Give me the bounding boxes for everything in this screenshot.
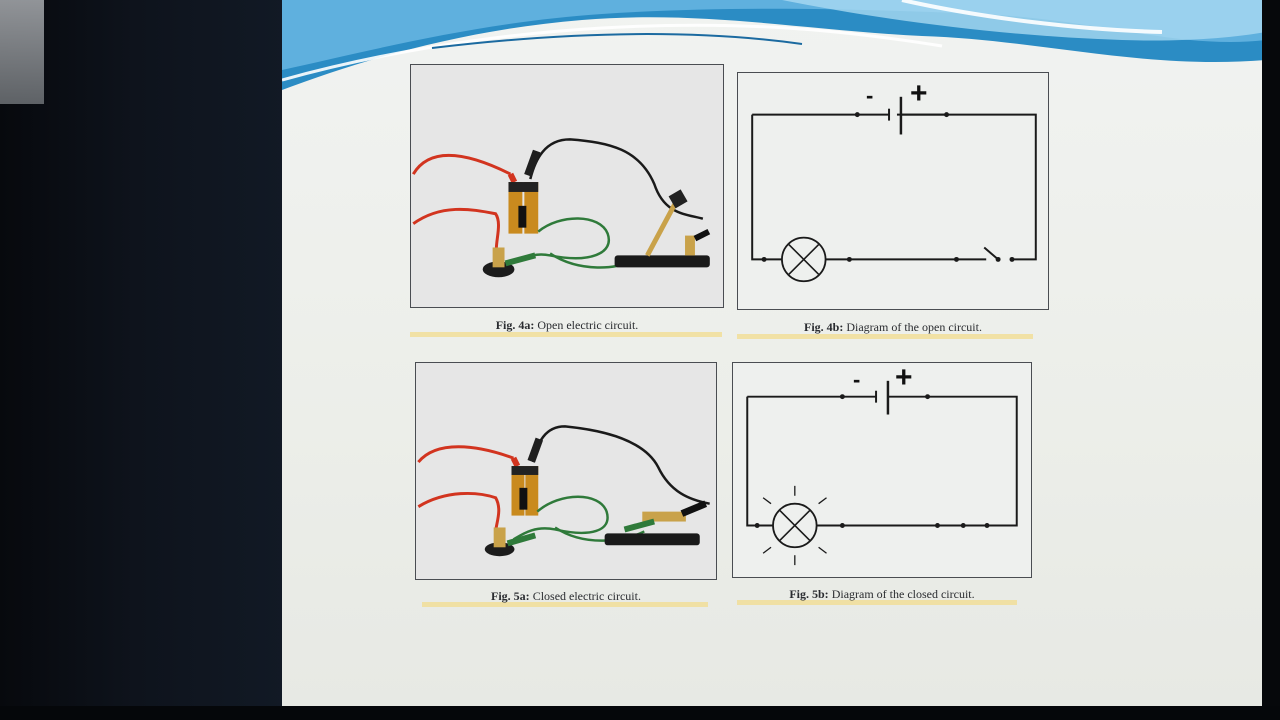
bulb-holder-icon: [484, 542, 515, 557]
fig4b-diagram-panel: - +: [737, 72, 1049, 310]
fig4a-text: Open electric circuit.: [537, 318, 639, 332]
fig5b-caption: Fig. 5b: Diagram of the closed circuit.: [732, 587, 1032, 602]
red-wire-icon: [417, 445, 514, 464]
fig5a-photo-panel: [415, 362, 717, 580]
battery-negative-sign: -: [866, 83, 874, 108]
closed-circuit-photo: [417, 425, 710, 557]
fig4b-label: Fig. 4b:: [804, 320, 844, 334]
background-paper: [0, 0, 44, 104]
closed-switch-icon: [960, 523, 966, 528]
fig5a-caption: Fig. 5a: Closed electric circuit.: [415, 589, 717, 604]
fig4a-caption: Fig. 4a: Open electric circuit.: [410, 318, 724, 333]
closed-circuit-diagram: [746, 380, 1018, 566]
open-circuit-photo: [411, 138, 711, 278]
caption-highlight: [737, 334, 1033, 339]
fig5b-diagram-panel: - +: [732, 361, 1032, 578]
lamp-icon: [781, 236, 827, 283]
header-wave-decoration: [282, 0, 1266, 90]
monitor-bezel-bottom: [0, 706, 1280, 720]
fig5b-text: Diagram of the closed circuit.: [831, 587, 975, 601]
red-wire-icon: [411, 153, 512, 176]
fig4a-label: Fig. 4a:: [495, 318, 535, 332]
fig5b-label: Fig. 5b:: [789, 587, 829, 601]
battery-positive-sign: +: [910, 77, 928, 110]
fig4b-text: Diagram of the open circuit.: [846, 320, 982, 334]
knife-switch-icon: [604, 533, 700, 546]
monitor-bezel-left: [0, 0, 300, 720]
battery-negative-sign: -: [853, 367, 861, 392]
caption-highlight: [737, 600, 1017, 605]
caption-highlight: [410, 332, 722, 337]
fig5a-text: Closed electric circuit.: [532, 589, 641, 603]
knife-switch-icon: [614, 255, 710, 268]
monitor-screen: - + Fig. 4a: Open electric circuit. Fig.…: [282, 0, 1266, 706]
battery-positive-sign: +: [895, 361, 913, 394]
fig4b-caption: Fig. 4b: Diagram of the open circuit.: [737, 320, 1049, 335]
open-circuit-diagram: [751, 96, 1037, 283]
black-wire-icon: [532, 425, 710, 505]
green-wire-icon: [512, 495, 609, 541]
monitor-bezel-right: [1262, 0, 1280, 720]
fig4a-photo-panel: [410, 64, 724, 308]
document-page: - + Fig. 4a: Open electric circuit. Fig.…: [282, 0, 1266, 706]
glowing-lamp-icon: [772, 502, 818, 549]
caption-highlight: [422, 602, 708, 607]
fig5a-label: Fig. 5a:: [491, 589, 530, 603]
open-switch-icon: [983, 246, 999, 261]
